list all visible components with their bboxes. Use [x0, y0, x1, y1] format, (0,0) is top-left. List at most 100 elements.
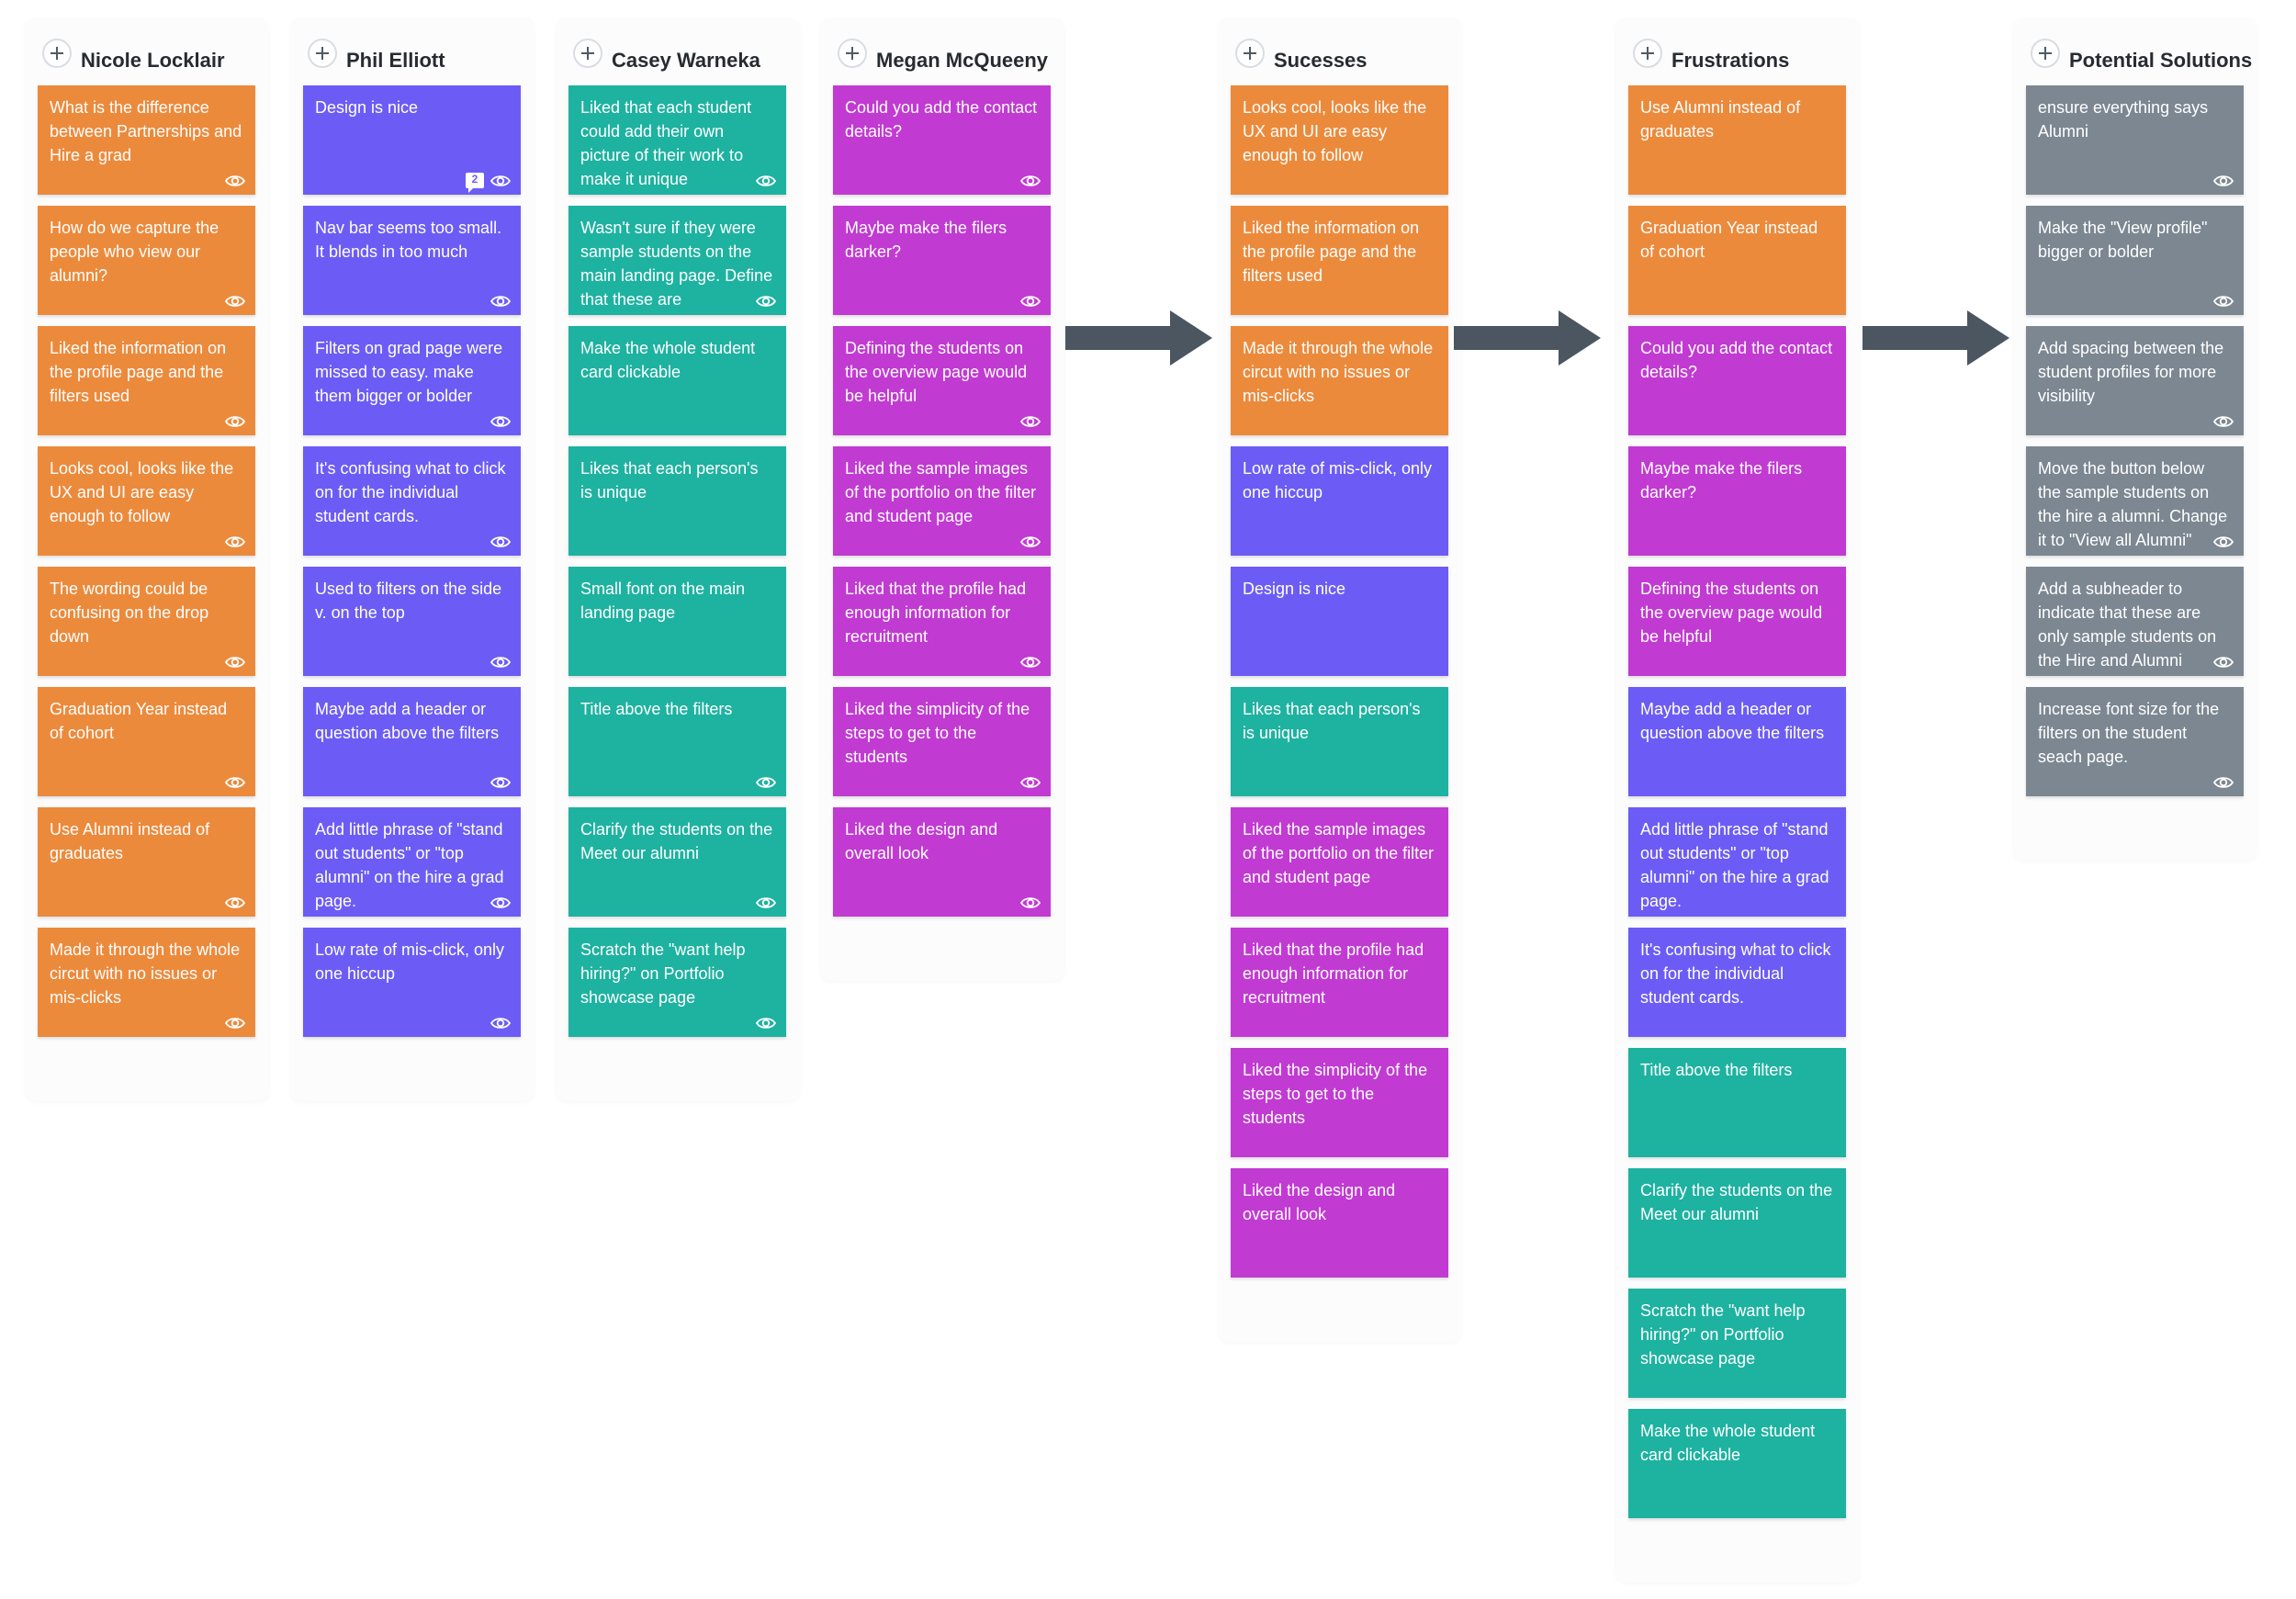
sticky-card[interactable]: Maybe make the filers darker?: [1628, 446, 1846, 556]
add-card-plus-icon[interactable]: [1235, 39, 1265, 68]
sticky-card[interactable]: Defining the students on the overview pa…: [1628, 567, 1846, 676]
sticky-card[interactable]: Liked that the profile had enough inform…: [1231, 928, 1448, 1037]
eye-icon[interactable]: [2212, 535, 2234, 549]
eye-icon[interactable]: [1019, 535, 1041, 549]
sticky-card[interactable]: Maybe add a header or question above the…: [1628, 687, 1846, 796]
eye-icon[interactable]: [755, 294, 777, 309]
sticky-card[interactable]: Liked that each student could add their …: [568, 85, 786, 195]
sticky-card[interactable]: Increase font size for the filters on th…: [2026, 687, 2244, 796]
sticky-card[interactable]: Liked the sample images of the portfolio…: [1231, 807, 1448, 917]
eye-icon[interactable]: [224, 655, 246, 670]
sticky-card[interactable]: Make the whole student card clickable: [1628, 1409, 1846, 1518]
eye-icon[interactable]: [490, 1016, 512, 1030]
sticky-card[interactable]: ensure everything says Alumni: [2026, 85, 2244, 195]
sticky-card[interactable]: Liked the information on the profile pag…: [1231, 206, 1448, 315]
eye-icon[interactable]: [2212, 174, 2234, 188]
add-card-plus-icon[interactable]: [1633, 39, 1662, 68]
sticky-card[interactable]: Liked the simplicity of the steps to get…: [1231, 1048, 1448, 1157]
eye-icon[interactable]: [1019, 775, 1041, 790]
sticky-card[interactable]: Maybe make the filers darker?: [833, 206, 1051, 315]
sticky-card[interactable]: Looks cool, looks like the UX and UI are…: [1231, 85, 1448, 195]
sticky-card[interactable]: Scratch the "want help hiring?" on Portf…: [1628, 1289, 1846, 1398]
eye-icon[interactable]: [1019, 174, 1041, 188]
eye-icon[interactable]: [224, 294, 246, 309]
sticky-card[interactable]: Liked the simplicity of the steps to get…: [833, 687, 1051, 796]
sticky-card[interactable]: Scratch the "want help hiring?" on Portf…: [568, 928, 786, 1037]
eye-icon[interactable]: [490, 174, 512, 188]
eye-icon[interactable]: [2212, 655, 2234, 670]
eye-icon[interactable]: [224, 535, 246, 549]
sticky-card[interactable]: Likes that each person's is unique: [1231, 687, 1448, 796]
eye-icon[interactable]: [224, 414, 246, 429]
eye-icon[interactable]: [490, 414, 512, 429]
sticky-card[interactable]: Maybe add a header or question above the…: [303, 687, 521, 796]
sticky-card[interactable]: How do we capture the people who view ou…: [38, 206, 255, 315]
sticky-card[interactable]: Filters on grad page were missed to easy…: [303, 326, 521, 435]
sticky-card[interactable]: Make the whole student card clickable: [568, 326, 786, 435]
add-card-plus-icon[interactable]: [308, 39, 337, 68]
eye-icon[interactable]: [755, 174, 777, 188]
eye-icon[interactable]: [224, 174, 246, 188]
sticky-card[interactable]: Design is nice: [1231, 567, 1448, 676]
add-card-plus-icon[interactable]: [838, 39, 867, 68]
eye-icon[interactable]: [490, 775, 512, 790]
comment-icon[interactable]: 2: [466, 173, 484, 193]
eye-icon[interactable]: [490, 294, 512, 309]
sticky-card[interactable]: Add little phrase of "stand out students…: [1628, 807, 1846, 917]
sticky-card[interactable]: Made it through the whole circut with no…: [1231, 326, 1448, 435]
eye-icon[interactable]: [490, 535, 512, 549]
sticky-card[interactable]: It's confusing what to click on for the …: [1628, 928, 1846, 1037]
sticky-card[interactable]: It's confusing what to click on for the …: [303, 446, 521, 556]
eye-icon[interactable]: [2212, 775, 2234, 790]
sticky-card[interactable]: Nav bar seems too small. It blends in to…: [303, 206, 521, 315]
sticky-card[interactable]: Wasn't sure if they were sample students…: [568, 206, 786, 315]
sticky-card[interactable]: What is the difference between Partnersh…: [38, 85, 255, 195]
eye-icon[interactable]: [1019, 655, 1041, 670]
eye-icon[interactable]: [224, 895, 246, 910]
sticky-card[interactable]: Made it through the whole circut with no…: [38, 928, 255, 1037]
sticky-card[interactable]: Clarify the students on the Meet our alu…: [1628, 1168, 1846, 1278]
sticky-card[interactable]: Add a subheader to indicate that these a…: [2026, 567, 2244, 676]
sticky-card[interactable]: Liked the sample images of the portfolio…: [833, 446, 1051, 556]
sticky-card[interactable]: Used to filters on the side v. on the to…: [303, 567, 521, 676]
sticky-card[interactable]: Liked the design and overall look: [833, 807, 1051, 917]
eye-icon[interactable]: [755, 1016, 777, 1030]
sticky-card[interactable]: Could you add the contact details?: [833, 85, 1051, 195]
sticky-card[interactable]: Use Alumni instead of graduates: [1628, 85, 1846, 195]
eye-icon[interactable]: [1019, 895, 1041, 910]
sticky-card[interactable]: Graduation Year instead of cohort: [1628, 206, 1846, 315]
add-card-plus-icon[interactable]: [42, 39, 72, 68]
sticky-card[interactable]: Move the button below the sample student…: [2026, 446, 2244, 556]
sticky-card[interactable]: The wording could be confusing on the dr…: [38, 567, 255, 676]
eye-icon[interactable]: [755, 895, 777, 910]
sticky-card[interactable]: Liked that the profile had enough inform…: [833, 567, 1051, 676]
sticky-card[interactable]: Use Alumni instead of graduates: [38, 807, 255, 917]
sticky-card[interactable]: Add little phrase of "stand out students…: [303, 807, 521, 917]
sticky-card[interactable]: Liked the information on the profile pag…: [38, 326, 255, 435]
sticky-card[interactable]: Could you add the contact details?: [1628, 326, 1846, 435]
sticky-card[interactable]: Graduation Year instead of cohort: [38, 687, 255, 796]
sticky-card[interactable]: Low rate of mis-click, only one hiccup: [303, 928, 521, 1037]
sticky-card[interactable]: Small font on the main landing page: [568, 567, 786, 676]
add-card-plus-icon[interactable]: [2031, 39, 2060, 68]
sticky-card[interactable]: Defining the students on the overview pa…: [833, 326, 1051, 435]
sticky-card[interactable]: Low rate of mis-click, only one hiccup: [1231, 446, 1448, 556]
sticky-card[interactable]: Looks cool, looks like the UX and UI are…: [38, 446, 255, 556]
eye-icon[interactable]: [755, 775, 777, 790]
eye-icon[interactable]: [224, 775, 246, 790]
sticky-card[interactable]: Title above the filters: [568, 687, 786, 796]
eye-icon[interactable]: [224, 1016, 246, 1030]
sticky-card[interactable]: Clarify the students on the Meet our alu…: [568, 807, 786, 917]
add-card-plus-icon[interactable]: [573, 39, 602, 68]
eye-icon[interactable]: [2212, 294, 2234, 309]
eye-icon[interactable]: [490, 655, 512, 670]
sticky-card[interactable]: Add spacing between the student profiles…: [2026, 326, 2244, 435]
sticky-card[interactable]: Title above the filters: [1628, 1048, 1846, 1157]
eye-icon[interactable]: [2212, 414, 2234, 429]
sticky-card[interactable]: Liked the design and overall look: [1231, 1168, 1448, 1278]
sticky-card[interactable]: Make the "View profile" bigger or bolder: [2026, 206, 2244, 315]
eye-icon[interactable]: [1019, 294, 1041, 309]
sticky-card[interactable]: Likes that each person's is unique: [568, 446, 786, 556]
eye-icon[interactable]: [490, 895, 512, 910]
